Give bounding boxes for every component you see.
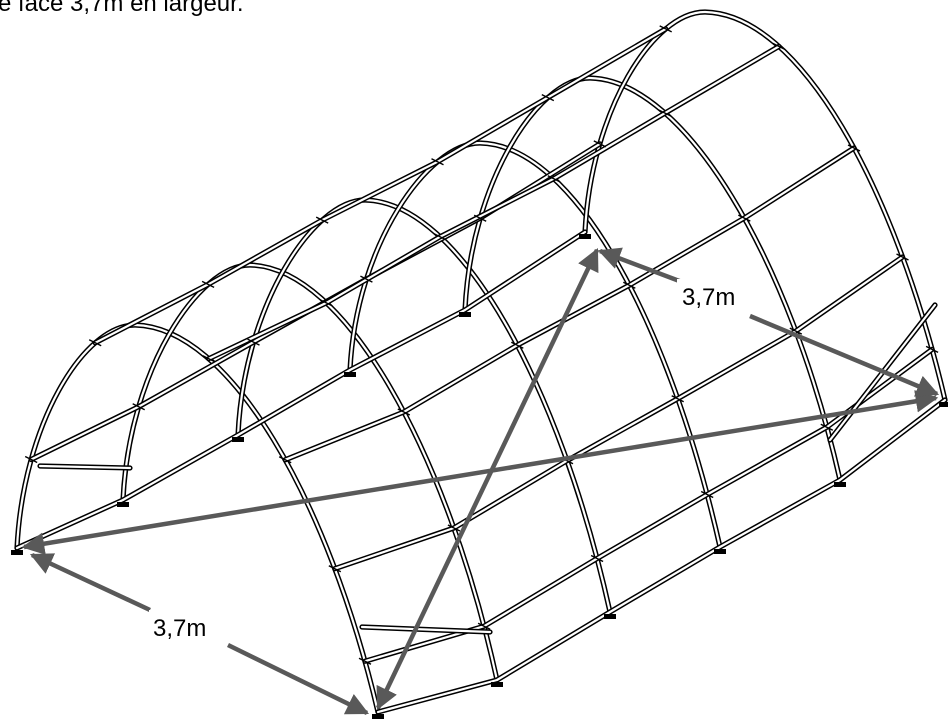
connector-2 — [201, 280, 215, 289]
connector-6 — [925, 345, 939, 354]
foot-plate — [834, 482, 846, 487]
arch-4 — [347, 140, 723, 550]
connector-3 — [433, 233, 447, 241]
connector-4 — [431, 158, 444, 166]
diagonal-arrow-long — [21, 390, 939, 555]
connector-3 — [315, 216, 329, 224]
front-width-label: 3,7m — [153, 615, 206, 642]
connector-1 — [88, 339, 102, 347]
foot-plate — [232, 437, 244, 442]
connector-6 — [896, 253, 909, 261]
foot-plate — [11, 550, 23, 555]
connector-5 — [473, 214, 487, 222]
arch-3 — [235, 197, 613, 615]
purlin-3 — [206, 43, 782, 362]
foot-plate — [714, 549, 726, 554]
connector-1 — [202, 355, 216, 363]
purlin-2 — [92, 26, 669, 346]
foot-plate — [491, 682, 503, 687]
connector-5 — [789, 327, 803, 335]
connector-1 — [358, 657, 372, 665]
connector-6 — [847, 144, 861, 152]
foot-plate — [604, 614, 616, 619]
back-width-arrow-left — [597, 247, 683, 285]
connector-6 — [772, 42, 786, 51]
front-brace-left — [37, 463, 133, 471]
connector-4 — [547, 175, 561, 183]
connector-4 — [622, 281, 636, 289]
connector-5 — [541, 93, 555, 102]
foot-plate — [939, 402, 948, 407]
caption-text: e face 3,7m en largeur. — [0, 0, 244, 17]
back-width-label-bg — [677, 279, 749, 311]
foot-plate — [344, 372, 356, 377]
front-width-arrow-left — [29, 552, 151, 613]
foot-plate — [372, 714, 384, 719]
arch-6 — [582, 9, 948, 403]
purlin-5 — [332, 254, 906, 572]
connector-5 — [658, 109, 672, 117]
dimension-arrows — [21, 247, 940, 716]
purlin-6 — [362, 346, 935, 664]
purlin-1 — [28, 141, 603, 463]
connector-3 — [247, 338, 260, 346]
foot-plate — [459, 312, 471, 317]
foot-plate — [579, 234, 591, 239]
connector-1 — [328, 565, 342, 573]
connector-4 — [360, 275, 373, 283]
connector-6 — [659, 25, 673, 33]
connector-5 — [737, 214, 751, 222]
back-width-label: 3,7m — [682, 284, 735, 311]
front-width-arrow-right — [227, 642, 370, 716]
diagonal-arrow-cross — [375, 247, 600, 711]
connector-6 — [593, 140, 607, 148]
greenhouse-frame — [14, 9, 948, 715]
back-width-arrow-right — [749, 313, 940, 397]
front-width-label-bg — [149, 610, 221, 642]
connector-2 — [319, 299, 333, 307]
arch-5 — [462, 75, 843, 483]
foot-plate — [117, 502, 129, 507]
